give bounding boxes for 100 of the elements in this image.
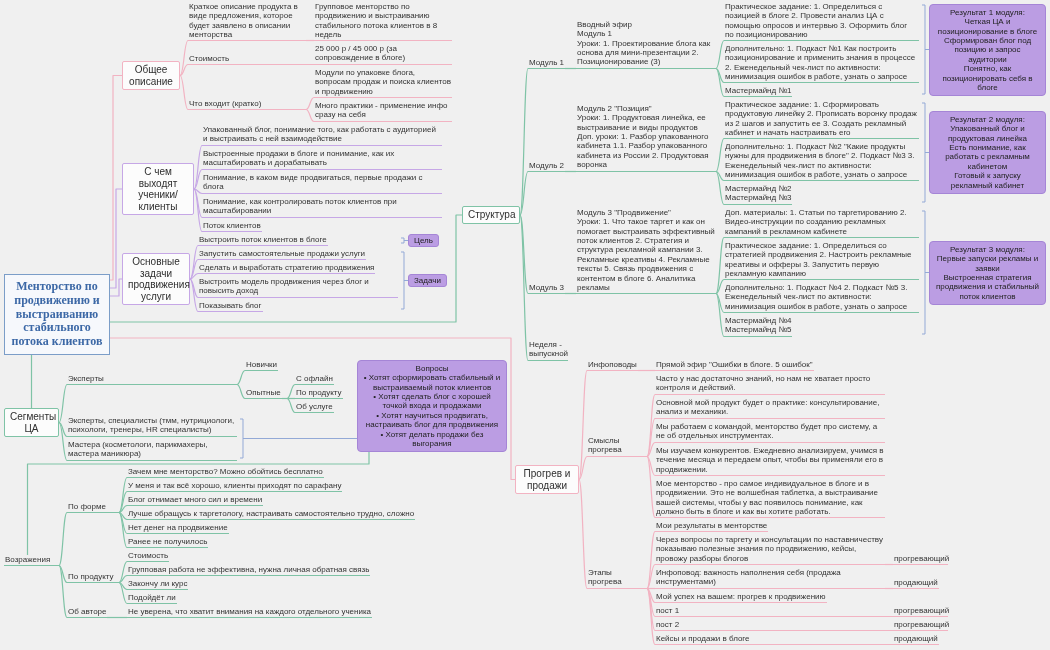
summary-callout: Результат 3 модуля: Первые запуски рекламы и заявки Выстроенная стратегия продвижения и стабильный поток клиентов — [929, 241, 1046, 306]
branch-line — [884, 563, 894, 566]
branch-line — [114, 581, 128, 605]
summary-tag: Цель — [408, 234, 439, 248]
branch-line — [106, 511, 128, 549]
subtopic: Что входит (кратко) — [188, 99, 263, 111]
subtopic: Модуль 2 — [528, 161, 566, 173]
subtopic: Прямой эфир "Ошибки в блоге. 5 ошибок" — [655, 360, 814, 372]
subtopic: Краткое описание продукта в виде предложения, которое будет заявлено в описании менторства — [188, 2, 306, 42]
branch-line — [58, 421, 68, 438]
subtopic: Мастермайнд №2 Мастермайнд №3 — [724, 184, 793, 205]
main-topic: Основные задачи продвижения услуги — [122, 253, 190, 305]
branch-line — [679, 629, 894, 632]
subtopic: Возражения — [4, 555, 52, 567]
main-topic: Общее описание — [122, 61, 180, 90]
branch-line — [109, 188, 123, 289]
branch-line — [109, 278, 123, 297]
subtopic: Мы изучаем конкурентов. Ежедневно анализируем, учимся в течение месяца и передаем опыт, чтобы вы применяли его в продвижении. — [655, 446, 885, 477]
subtopic: Инфоповод: важность наполнения себя (продажа инструментами) — [655, 568, 885, 589]
summary-callout: Результат 2 модуля: Упакованный блог и продуктовая линейка Есть понимание, как работать с рекламным кабинетом Готовый к запуску рекламный кабинет — [929, 111, 1046, 194]
subtopic: Зачем мне менторство? Можно обойтись бесплатно — [127, 467, 324, 479]
subtopic: Нет денег на продвижение — [127, 523, 229, 535]
subtopic: По продукту — [295, 388, 343, 400]
summary-callout: Вопросы • Хотят сформировать стабильный и выстраиваемый поток клиентов • Хотят сделать блог с хорошей точкой входа и продажами • Хотят научиться продвигать, настраивать блог для продвижения • Хотят делать продажи без выгорания — [357, 360, 507, 453]
branch-line — [305, 39, 315, 42]
branch-line — [519, 214, 529, 295]
branch-line — [58, 421, 68, 462]
subtopic: Об авторе — [67, 607, 108, 619]
subtopic: Дополнительно: 1. Подкаст №2 "Какие продукты нужны для продвижения в блоге" 2. Подкаст №3 3. Еженедельный чек-лист по активности: минимизация ошибок в работе, узнать о запросе — [724, 142, 919, 182]
subtopic: С офлайн — [295, 374, 334, 386]
subtopic: прогревающий — [893, 554, 948, 566]
branch-line — [646, 455, 656, 519]
subtopic: прогревающий — [893, 620, 948, 632]
subtopic: Упакованный блог, понимание того, как работать с аудиторией и выстраивать с ней взаимодействие — [202, 125, 442, 146]
branch-line — [109, 74, 123, 281]
subtopic: Сделать и выработать стратегию продвижения — [198, 263, 376, 275]
summary-callout: Результат 1 модуля: Четкая ЦА и позиционирование в блоге Сформирован блог под позицию и запрос аудитории Понятно, как позиционировать себя в блоге — [929, 4, 1046, 97]
branch-line — [229, 63, 315, 66]
subtopic: Опытные — [245, 388, 282, 400]
subtopic: Мой успех на вашем: прогрев к продвижению — [655, 592, 827, 604]
subtopic: Этапы прогрева — [587, 568, 647, 589]
subtopic: Не уверена, что хватит внимания на каждого отдельного ученика — [127, 607, 373, 619]
branch-line — [193, 188, 203, 195]
subtopic: Модуль 2 "Позиция" Уроки: 1. Продуктовая линейка, ее выстраивание и виды продуктов Доп. уроки: 1. Разбор упакованного кабинета 1.1. Разбор упакованного кабинета из России 2. Продуктовая воронка — [576, 104, 716, 172]
subtopic: Запустить самостоятельные продажи услуги — [198, 249, 367, 261]
subtopic: Мастермайнд №1 — [724, 86, 793, 98]
branch-line — [104, 383, 246, 400]
subtopic: Выстроить поток клиентов в блоге — [198, 235, 328, 247]
subtopic: У меня и так всё хорошо, клиенты приходят по сарафану — [127, 481, 343, 493]
branch-line — [679, 615, 894, 618]
subtopic: Мастермайнд №4 Мастермайнд №5 — [724, 316, 793, 337]
branch-line — [193, 188, 203, 233]
branch-line — [30, 354, 33, 409]
branch-line — [564, 292, 577, 295]
subtopic: Дополнительно: 1. Подкаст №4 2. Подкаст №5 3. Еженедельный чек-лист по активности: минимизация ошибок в работе, узнать о запросе — [724, 283, 919, 314]
subtopic: Модули по упаковке блога, вопросам продаж и поиска клиентов и продвижению — [314, 68, 452, 99]
main-topic: Сегменты ЦА — [4, 408, 59, 437]
subtopic: продающий — [893, 578, 939, 590]
subtopic: Лучше обращусь к таргетологу, настраивать самостоятельно трудно, сложно — [127, 509, 416, 521]
branch-line — [646, 587, 656, 646]
subtopic: Мы работаем с командой, менторство будет про систему, а не об отдельных инструментах. — [655, 422, 885, 443]
subtopic: Много практики - применение инфо сразу на себя — [314, 101, 452, 122]
subtopic: Новички — [245, 360, 279, 372]
branch-line — [884, 587, 894, 590]
branch-line — [646, 417, 656, 458]
subtopic: Блог отнимает много сил и времени — [127, 495, 264, 507]
subtopic: Групповое менторство по продвижению и выстраиванию стабильного потока клиентов в 8 недель — [314, 2, 452, 42]
subtopic: Показывать блог — [198, 301, 263, 313]
subtopic: Доп. материалы: 1. Статьи по таргетированию 2. Видео-инструкции по созданию рекламных кампаний в рекламном кабинете — [724, 208, 919, 239]
branch-line — [109, 214, 463, 323]
subtopic: Об услуге — [295, 402, 334, 414]
subtopic: Закончу ли курс — [127, 579, 189, 591]
subtopic: Практическое задание: 1. Сформировать продуктовую линейку 2. Прописать воронку продаж из 2 шагов и запустить ее 3. Создать рекламный кабинет и начать настраивать его — [724, 100, 919, 140]
subtopic: продающий — [893, 634, 939, 646]
subtopic: Стоимость — [127, 551, 170, 563]
branch-line — [646, 587, 656, 590]
branch-line — [58, 383, 68, 424]
branch-line — [646, 587, 656, 604]
main-topic: Структура — [462, 206, 520, 224]
subtopic: Поток клиентов — [202, 221, 262, 233]
subtopic: Неделя - выпускной — [528, 340, 568, 361]
subtopic: Инфоповоды — [587, 360, 638, 372]
subtopic: По продукту — [67, 572, 115, 584]
subtopic: Практическое задание: 1. Определиться с позицией в блоге 2. Провести анализ ЦА с помощью опросов и интервью 3. Оформить блог по позиционированию — [724, 2, 919, 42]
subtopic: 25 000 р / 45 000 р (за сопровождение в блоге) — [314, 44, 452, 65]
branch-line — [715, 39, 725, 70]
branch-line — [106, 616, 128, 619]
subtopic: Смыслы прогрева — [587, 436, 647, 457]
branch-line — [189, 258, 199, 280]
branch-line — [564, 67, 577, 70]
subtopic: Подойдёт ли — [127, 593, 177, 605]
subtopic: Групповая работа не эффективна, нужна личная обратная связь — [127, 565, 371, 577]
subtopic: Кейсы и продажи в блоге — [655, 634, 751, 646]
subtopic: Модуль 1 — [528, 58, 566, 70]
branch-line — [578, 455, 588, 481]
branch-line — [646, 563, 656, 590]
branch-line — [715, 170, 725, 182]
subtopic: Ранее не получилось — [127, 537, 209, 549]
branch-line — [715, 292, 725, 338]
subtopic: Модуль 3 "Продвижение" Уроки: 1. Что такое таргет и как он помогает выстраивать эффективный поток клиентов 2. Стратегия и структура рекламной кампании 3. Рекламные креативы 4. Рекламные тексты 5. Связь продвижения с контентом в блоге 6. Аналитика рекламы — [576, 208, 716, 295]
